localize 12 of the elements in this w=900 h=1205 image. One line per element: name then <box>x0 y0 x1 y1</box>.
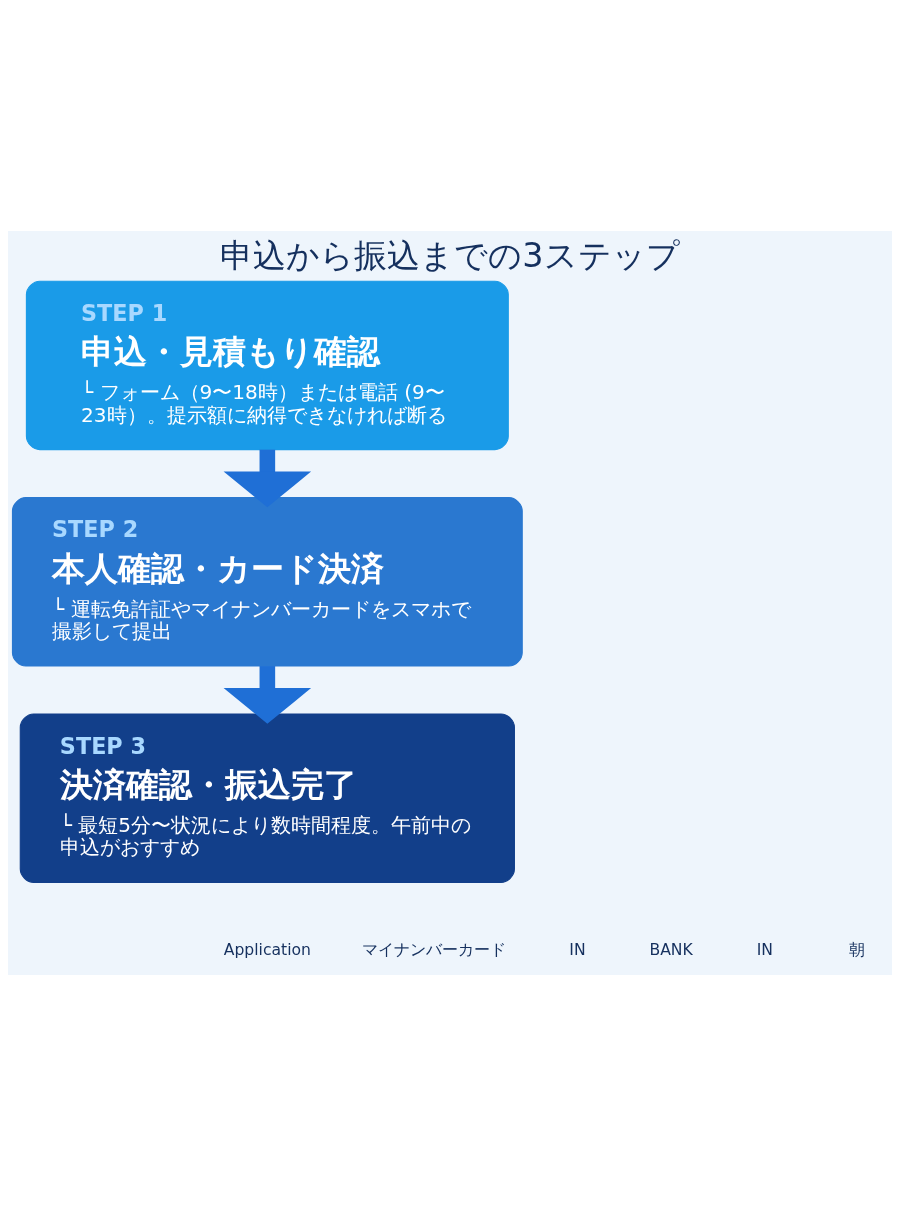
arrow <box>223 449 312 507</box>
node-box: STEP 2 本人確認・カード決済 └ 運転免許証やマイナンバーカードをスマホで撮影して提出 <box>11 496 523 667</box>
node-box: STEP 3 決済確認・振込完了 └ 最短5分〜状況により数時間程度。午前中の申込がおすすめ <box>19 712 515 883</box>
label: IN <box>756 940 773 959</box>
label: 朝 <box>849 940 866 959</box>
node-box: STEP 1 申込・見積もり確認 └ フォーム（9〜18時）または電話 (9〜23時）。提示額に納得できなければ断る <box>25 280 509 450</box>
label: Application <box>223 940 311 959</box>
label: IN <box>569 940 586 959</box>
label: BANK <box>649 940 693 959</box>
arrow <box>223 665 312 724</box>
label: マイナンバーカード <box>361 940 506 959</box>
diagram-title: 申込から振込までの3ステップ <box>220 235 680 275</box>
